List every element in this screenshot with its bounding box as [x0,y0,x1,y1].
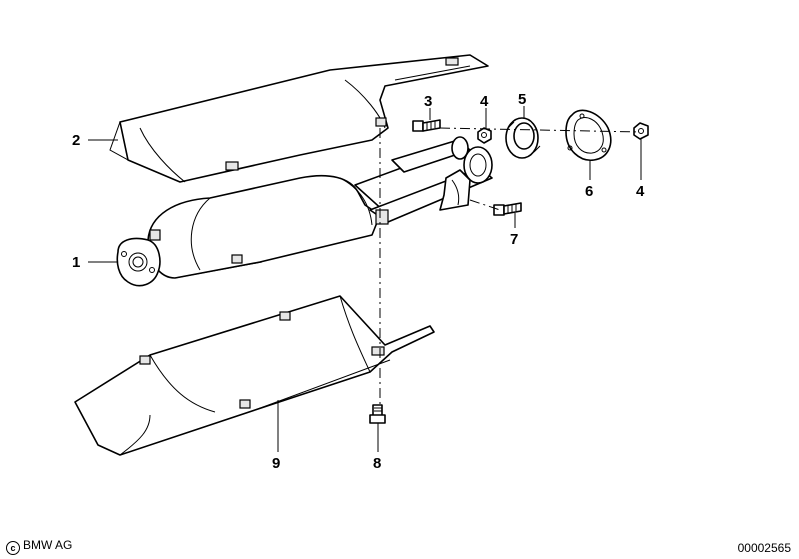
lower-heat-shield[interactable] [74,295,435,456]
callout-9: 9 [272,455,280,472]
callout-4-left: 4 [480,93,489,110]
callout-2: 2 [72,132,80,149]
callout-4-right: 4 [636,183,645,200]
callout-1: 1 [72,254,80,271]
callout-7: 7 [510,231,518,248]
callout-6: 6 [585,183,593,200]
callout-5: 5 [518,91,526,108]
pipe-hanger-bracket[interactable] [439,169,471,211]
assembly-line-right [439,127,641,133]
copyright-symbol-icon: c [6,541,20,555]
inlet-flange[interactable] [116,237,161,287]
bolt-8[interactable] [369,404,386,424]
nut-4-left[interactable] [477,127,492,144]
copyright-text: BMW AG [23,538,73,552]
callout-3: 3 [424,93,432,110]
nut-4-right[interactable] [633,122,649,140]
upper-heat-shield[interactable] [109,54,489,183]
exhaust-pipes[interactable] [354,136,493,225]
document-number: 00002565 [737,541,791,555]
sealing-ring-5[interactable] [505,117,541,159]
catalytic-converter[interactable] [147,174,381,279]
bolt-3[interactable] [412,119,441,132]
gasket-6[interactable] [565,109,612,161]
leader-lines [88,106,642,452]
assembly-line-bolt7 [469,199,501,211]
callout-8: 8 [373,455,381,472]
bolt-7[interactable] [493,202,522,216]
